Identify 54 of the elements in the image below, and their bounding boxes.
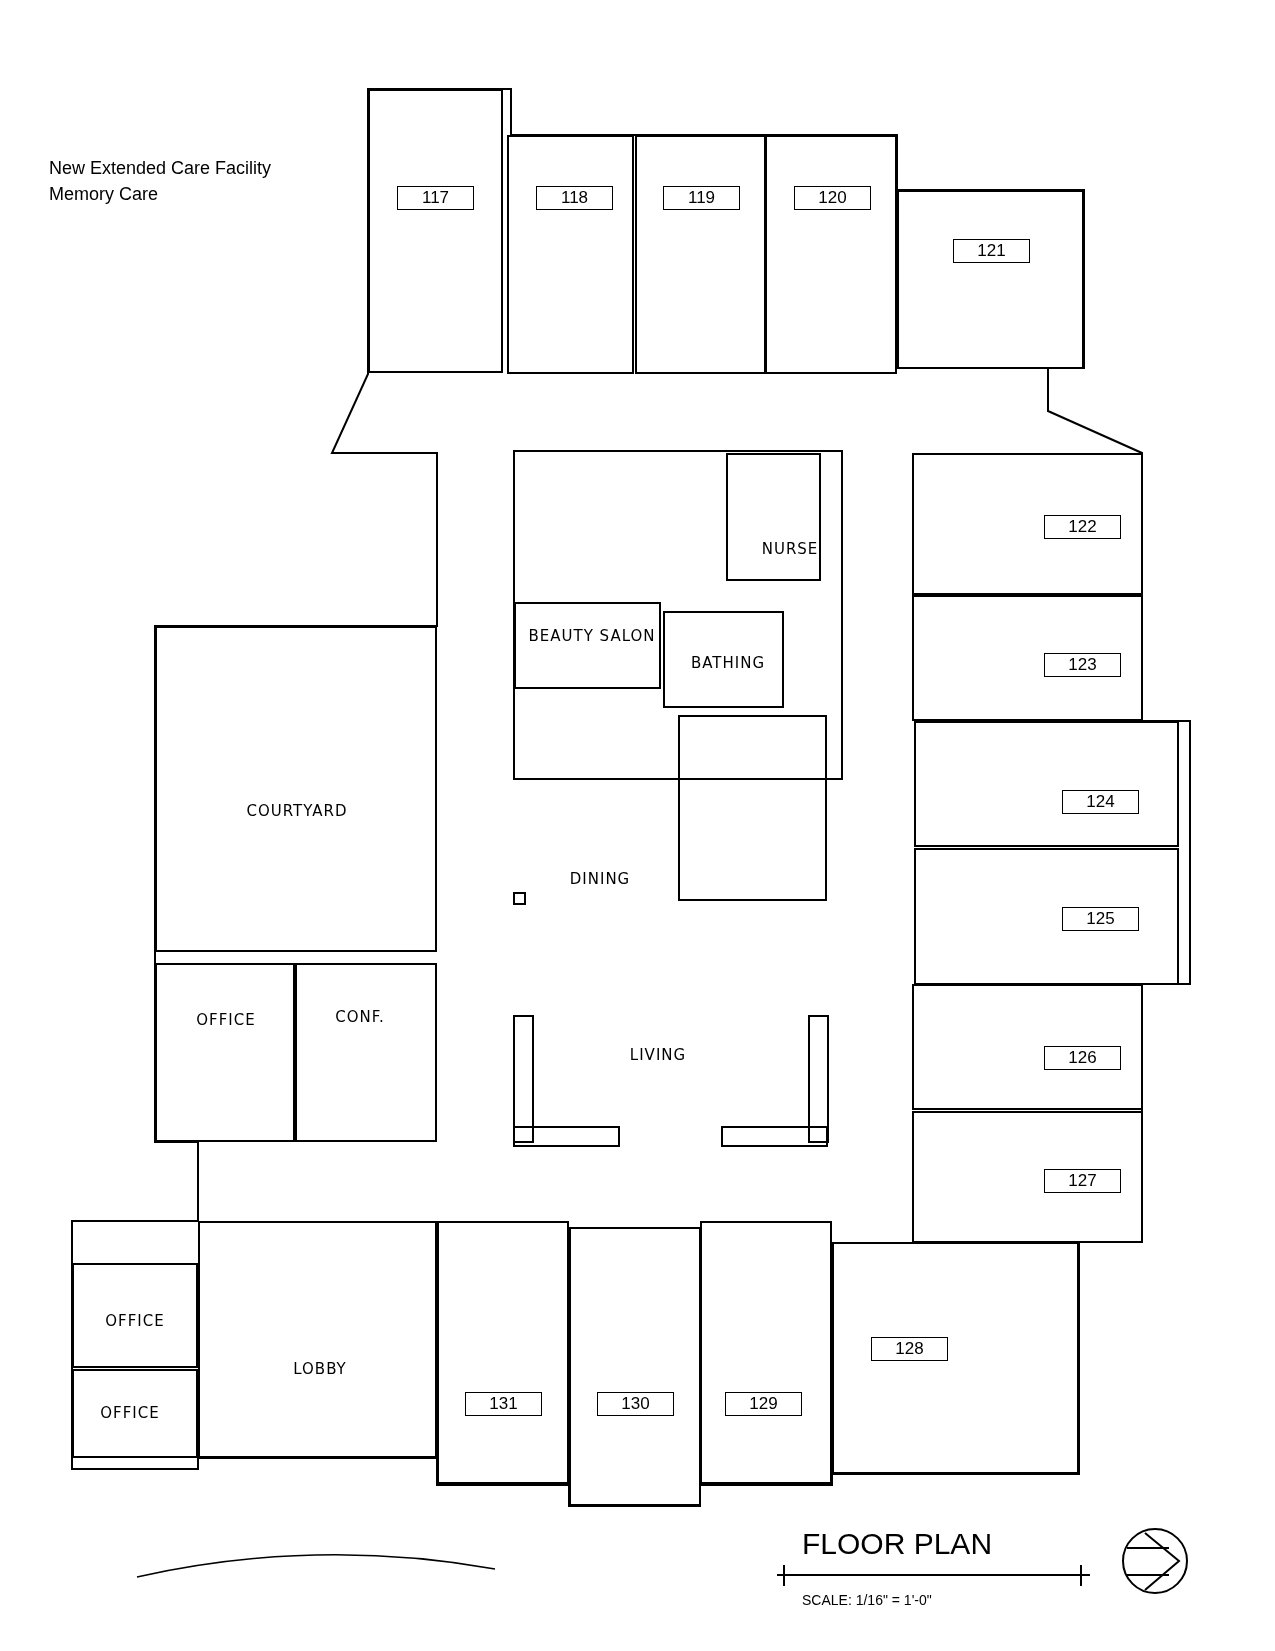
- room-number: 125: [1062, 907, 1139, 931]
- room-outline: [507, 135, 634, 374]
- room-number: 118: [536, 186, 613, 210]
- room-name: COURTYARD: [246, 802, 348, 820]
- room-outline: [198, 1221, 437, 1458]
- room-number: 119: [663, 186, 740, 210]
- room-name: BATHING: [690, 654, 766, 672]
- room-outline: [72, 1369, 198, 1458]
- room-outline: [437, 1221, 569, 1484]
- room-outline: [295, 963, 437, 1142]
- room-outline: [700, 1221, 832, 1484]
- room-outline: [897, 190, 1084, 369]
- area-name: LIVING: [629, 1046, 687, 1064]
- subtitle: New Extended Care Facility: [49, 158, 272, 179]
- room-outline: [155, 626, 437, 952]
- room-name: NURSE: [761, 540, 819, 558]
- room-name: CONF.: [335, 1008, 385, 1026]
- room-number: 131: [465, 1392, 542, 1416]
- room-outline: [514, 602, 661, 689]
- room-outline: [912, 453, 1143, 595]
- room-outline: [912, 1111, 1143, 1243]
- room-outline: [914, 848, 1179, 985]
- room-outline: [832, 1242, 1079, 1474]
- room-name: OFFICE: [196, 1011, 256, 1029]
- room-number: 117: [397, 186, 474, 210]
- area-name: DINING: [569, 870, 631, 888]
- room-outline: [72, 1263, 198, 1368]
- room-outline: [914, 721, 1179, 847]
- room-number: 130: [597, 1392, 674, 1416]
- room-number: 120: [794, 186, 871, 210]
- room-outline: [368, 89, 503, 373]
- room-outline: [569, 1227, 701, 1506]
- room-outline: [155, 963, 295, 1142]
- room-number: 126: [1044, 1046, 1121, 1070]
- room-outline: [912, 595, 1143, 721]
- room-number: 122: [1044, 515, 1121, 539]
- room-name: OFFICE: [100, 1404, 160, 1422]
- room-outline: [635, 135, 766, 374]
- room-number: 127: [1044, 1169, 1121, 1193]
- room-number: 128: [871, 1337, 948, 1361]
- room-number: 129: [725, 1392, 802, 1416]
- scale-note: SCALE: 1/16" = 1'-0": [802, 1592, 932, 1608]
- drawing-title: FLOOR PLAN: [802, 1527, 993, 1561]
- room-name: BEAUTY SALON: [528, 627, 656, 645]
- room-number: 121: [953, 239, 1030, 263]
- room-name: OFFICE: [105, 1312, 165, 1330]
- room-number: 124: [1062, 790, 1139, 814]
- room-outline: [663, 611, 784, 708]
- room-outline: [912, 984, 1143, 1110]
- subtitle: Memory Care: [49, 184, 159, 205]
- room-name: LOBBY: [293, 1360, 347, 1378]
- room-outline: [765, 135, 897, 374]
- room-outline: [726, 453, 821, 581]
- room-number: 123: [1044, 653, 1121, 677]
